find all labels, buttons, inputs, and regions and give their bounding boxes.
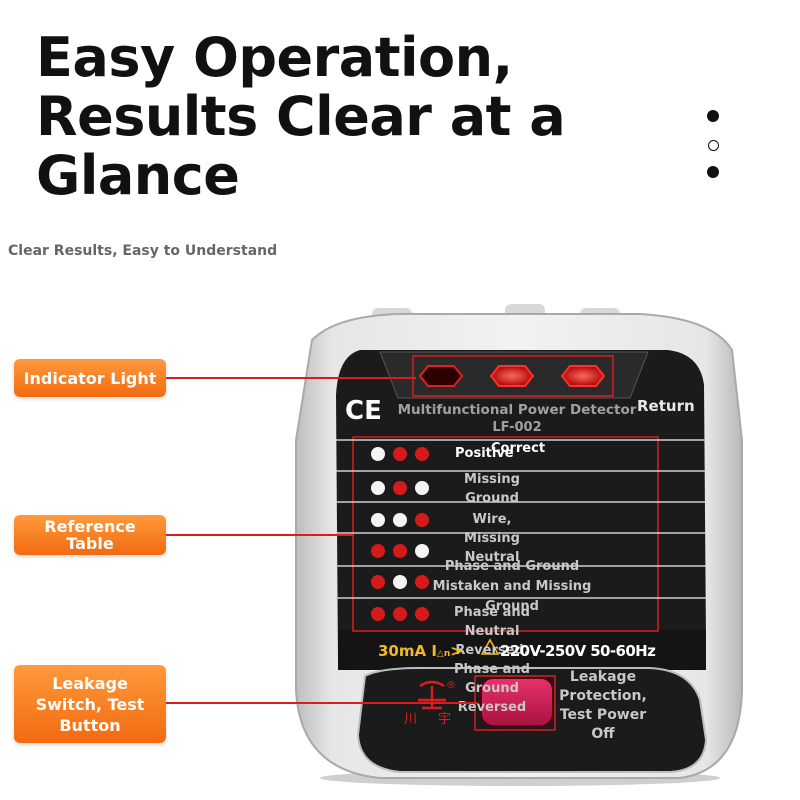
rating-current-sub: △n xyxy=(436,649,451,659)
callout-reference-table: Reference Table xyxy=(14,515,166,555)
ce-mark: CE xyxy=(345,396,382,426)
device-rating-strip xyxy=(338,630,706,670)
callout-indicator-light-text: Indicator Light xyxy=(23,368,157,388)
return-label: Return xyxy=(637,397,695,415)
row-3-light-2-white xyxy=(393,513,407,527)
leader-indicator-light xyxy=(166,377,416,379)
indicator-led-3 xyxy=(560,365,606,387)
row-5-light-2-white xyxy=(393,575,407,589)
carousel-dot-2-active[interactable] xyxy=(708,140,719,151)
row-5-label: Phase and Neutral Reversed, Phase and Gr… xyxy=(454,605,530,715)
row-2-light-1-white xyxy=(371,481,385,495)
callout-leakage-button-text: Leakage Switch, Test Button xyxy=(35,673,145,735)
indicator-led-2 xyxy=(489,365,535,387)
row-3-light-3-red xyxy=(415,513,429,527)
reference-table-lights xyxy=(371,447,429,621)
rating-arrow: > xyxy=(450,642,463,660)
carousel-dot-1[interactable] xyxy=(707,110,719,122)
row-1-label: Positive xyxy=(455,446,514,461)
row-3-light-1-white xyxy=(371,513,385,527)
registered-mark: ® xyxy=(446,680,456,691)
row-4-light-1-red xyxy=(371,544,385,558)
row-2-light-3-white xyxy=(415,481,429,495)
rating-current-text: 30mA I xyxy=(378,642,437,660)
row-4-label: Phase and Ground Mistaken and Missing Gr… xyxy=(432,559,592,614)
device-model: LF-002 xyxy=(492,420,542,435)
brand-char-1: 川 xyxy=(404,712,418,727)
rating-voltage: 220V-250V 50-60Hz xyxy=(500,642,656,660)
leader-leakage-button xyxy=(166,702,478,704)
indicator-led-1 xyxy=(418,365,464,387)
row-5-light-1-red xyxy=(371,575,385,589)
row-1-light-2-red xyxy=(393,447,407,461)
row-4-light-2-red xyxy=(393,544,407,558)
headline-line-1: Easy Operation, xyxy=(36,26,513,89)
reference-table-lines xyxy=(336,439,706,599)
row-6-light-3-red xyxy=(415,607,429,621)
row-2-label: Missing Ground xyxy=(464,472,520,506)
row-6-light-2-red xyxy=(393,607,407,621)
brand-logo xyxy=(418,680,446,710)
row-3-label: Wire, Missing Neutral xyxy=(464,512,520,565)
row-1-light-1-white xyxy=(371,447,385,461)
warning-triangle-icon xyxy=(480,638,500,655)
callout-leakage-button: Leakage Switch, Test Button xyxy=(14,665,166,743)
row-5-light-3-red xyxy=(415,575,429,589)
rating-current: 30mA I△n> xyxy=(378,642,463,660)
page-subheadline: Clear Results, Easy to Understand xyxy=(8,243,278,259)
device-title: Multifunctional Power Detector xyxy=(397,402,637,418)
callout-indicator-light: Indicator Light xyxy=(14,359,166,397)
row-1-overlay-correct: Correct xyxy=(491,441,546,456)
page-headline: Easy Operation, Results Clear at a Glanc… xyxy=(36,28,596,205)
row-4-light-3-white xyxy=(415,544,429,558)
leakage-test-button[interactable] xyxy=(480,677,554,727)
brand-char-2: 宇 xyxy=(438,712,452,727)
carousel-dot-3[interactable] xyxy=(707,166,719,178)
row-6-light-1-red xyxy=(371,607,385,621)
leader-reference-table xyxy=(166,534,354,536)
headline-line-2: Results Clear at a xyxy=(36,85,566,148)
headline-line-3: Glance xyxy=(36,144,240,207)
callout-reference-table-text: Reference Table xyxy=(44,517,136,553)
test-button-label: Leakage Protection, Test Power Off xyxy=(559,669,647,742)
indicator-highlight-box xyxy=(412,355,614,397)
row-2-light-2-red xyxy=(393,481,407,495)
row-1-light-3-red xyxy=(415,447,429,461)
